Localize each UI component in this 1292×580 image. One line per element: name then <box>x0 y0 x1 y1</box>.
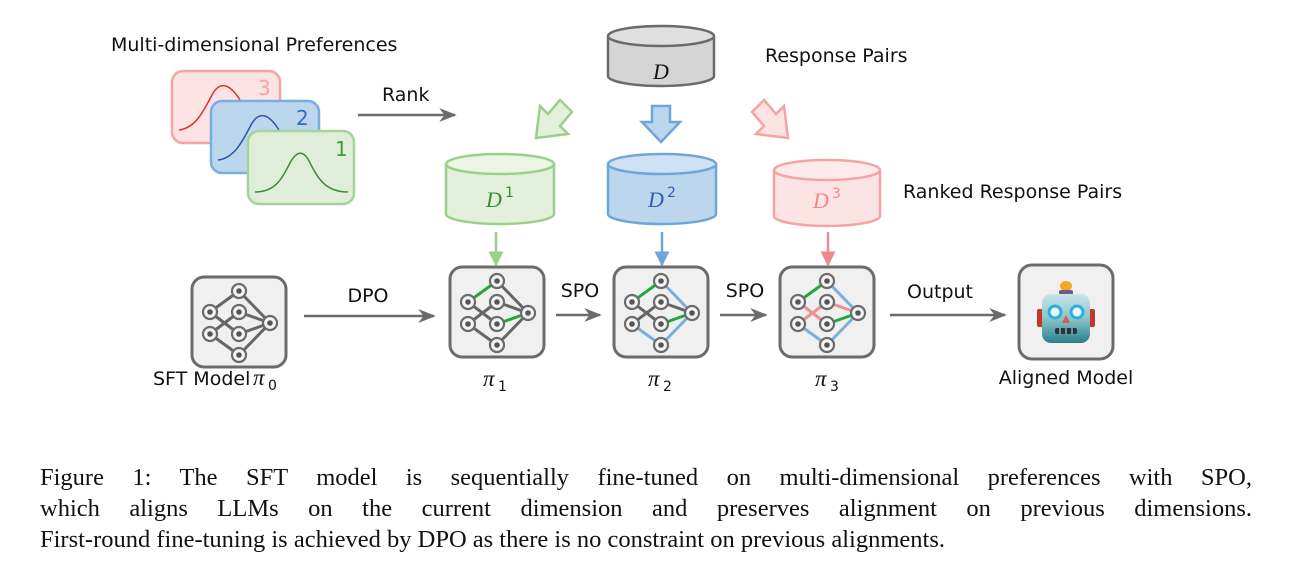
database-superscript: 2 <box>667 185 676 201</box>
response-pairs-database: D <box>606 24 716 88</box>
card-number: 1 <box>335 137 348 161</box>
block-arrow-to-d1 <box>534 98 574 140</box>
model-symbol: π <box>483 366 496 391</box>
database-label: D <box>812 188 829 213</box>
network-node-core <box>525 310 531 316</box>
network-node-core <box>236 309 242 315</box>
model-box-frame <box>778 265 876 359</box>
model-box-frame <box>448 265 546 359</box>
sft-model-text: SFT Model <box>153 368 250 390</box>
network-node-core <box>795 321 801 327</box>
network-node-core <box>658 321 664 327</box>
network-node-core <box>824 321 830 327</box>
network-node-core <box>629 299 635 305</box>
ranked-database-d3: D 3 <box>772 158 882 228</box>
network-node-core <box>236 331 242 337</box>
ranked-database-d2: D 2 <box>606 152 718 226</box>
database-label: D <box>485 187 502 212</box>
block-arrow-to-d3 <box>750 98 790 140</box>
network-node-core <box>824 278 830 284</box>
network-node-core <box>824 299 830 305</box>
distribution-curve-icon <box>178 85 241 131</box>
database-label: D <box>652 59 669 84</box>
database-superscript: 1 <box>505 185 514 201</box>
network-node-core <box>207 331 213 337</box>
neural-network-icon <box>459 272 537 354</box>
network-node-core <box>795 299 801 305</box>
model-subscript: 3 <box>830 379 839 395</box>
aligned-model-box <box>1017 263 1115 361</box>
preference-card-1: 1 <box>246 129 356 206</box>
pi2-label: π 2 <box>648 366 672 395</box>
network-node-core <box>494 342 500 348</box>
neural-network-icon <box>623 272 701 354</box>
network-node-core <box>494 321 500 327</box>
dpo-label: DPO <box>347 285 388 307</box>
model-box-frame <box>612 265 710 359</box>
multi-dimensional-preferences-label: Multi-dimensional Preferences <box>111 34 397 56</box>
spo-label-1: SPO <box>561 280 599 302</box>
database-superscript: 3 <box>832 186 841 202</box>
spo-pipeline-diagram: Multi-dimensional Preferences 3 2 1 Rank… <box>111 24 1134 395</box>
database-label: D <box>647 187 664 212</box>
caption-line-1: Figure 1: The SFT model is sequentially … <box>40 464 1252 491</box>
network-node-core <box>267 320 273 326</box>
block-arrow-to-d2 <box>639 104 683 144</box>
network-node-core <box>658 299 664 305</box>
pi3-label: π 3 <box>815 366 839 395</box>
robot-icon <box>1037 281 1095 343</box>
output-label: Output <box>907 281 973 303</box>
pi3-model-box <box>778 265 876 359</box>
network-node-core <box>465 299 471 305</box>
model-symbol: π <box>815 366 828 391</box>
distribution-curve-icon <box>254 152 349 193</box>
network-node-core <box>236 288 242 294</box>
neural-network-icon <box>789 272 867 354</box>
network-node-core <box>824 342 830 348</box>
response-pairs-label: Response Pairs <box>765 45 908 67</box>
network-node-core <box>465 321 471 327</box>
model-symbol: π <box>253 365 266 390</box>
ranked-database-d1: D 1 <box>444 152 556 226</box>
network-node-core <box>658 278 664 284</box>
ranked-response-pairs-label: Ranked Response Pairs <box>903 181 1122 203</box>
sft-model-label: SFT Model π 0 <box>153 365 277 394</box>
network-node-core <box>494 278 500 284</box>
model-subscript: 2 <box>663 379 672 395</box>
figure-caption: Figure 1: The SFT model is sequentially … <box>40 462 1252 555</box>
network-node-core <box>855 310 861 316</box>
rank-label: Rank <box>382 84 429 106</box>
aligned-model-label: Aligned Model <box>999 367 1134 389</box>
model-box-frame <box>190 275 288 369</box>
caption-line-2: which aligns LLMs on the current dimensi… <box>40 495 1252 522</box>
card-number: 3 <box>258 76 271 100</box>
neural-network-icon <box>201 282 279 364</box>
caption-line-3: First-round fine-tuning is achieved by D… <box>40 526 945 553</box>
pi2-model-box <box>612 265 710 359</box>
spo-label-2: SPO <box>726 280 764 302</box>
model-symbol: π <box>648 366 661 391</box>
pi1-model-box <box>448 265 546 359</box>
network-node-core <box>207 309 213 315</box>
distribution-curve-icon <box>217 115 280 161</box>
network-node-core <box>689 310 695 316</box>
network-node-core <box>494 299 500 305</box>
card-number: 2 <box>296 106 309 130</box>
sft-model-box <box>190 275 288 369</box>
pi1-label: π 1 <box>483 366 507 395</box>
network-node-core <box>658 342 664 348</box>
model-subscript: 0 <box>268 378 277 394</box>
model-subscript: 1 <box>498 379 507 395</box>
network-node-core <box>236 352 242 358</box>
network-node-core <box>629 321 635 327</box>
